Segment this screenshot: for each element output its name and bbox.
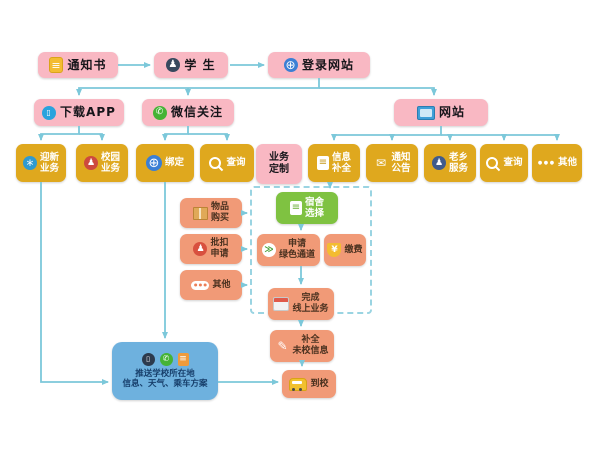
flow-arrow (38, 126, 80, 141)
bus-icon (289, 377, 308, 391)
node-campus-services-label: 校园 业务 (100, 151, 120, 174)
flow-arrow (319, 87, 437, 96)
node-bind-label: 绑定 (164, 157, 184, 169)
node-batch-deduct: 批扣 申请 (180, 234, 242, 264)
flow-arrow (79, 133, 105, 141)
flow-arrow (162, 126, 189, 141)
node-arrive-school-label: 到校 (310, 378, 329, 389)
doc-icon (49, 57, 64, 73)
node-download-app: 下载APP (34, 99, 124, 126)
moneybag-icon (327, 243, 342, 257)
node-fellow-service: 老乡 服务 (424, 144, 476, 182)
search-icon (485, 156, 500, 171)
icon-row (141, 352, 189, 366)
layers-icon (273, 297, 290, 311)
node-campus-services: 校园 业务 (76, 144, 128, 182)
flow-arrow (40, 182, 109, 385)
node-finish-online-label: 完成 线上业务 (292, 293, 329, 314)
node-batch-deduct-label: 批扣 申请 (210, 238, 229, 259)
node-push-info-label: 推送学校所在地 信息、天气、乘车方案 (122, 368, 208, 389)
node-dorm-select: 宿舍 选择 (276, 192, 338, 224)
node-green-channel: 申请 绿色通道 (257, 234, 320, 266)
node-login-website: 登录网站 (268, 52, 370, 78)
node-arrive-school: 到校 (282, 370, 336, 398)
node-business-custom-label: 业务 定制 (269, 152, 289, 175)
node-wechat-follow: 微信关注 (142, 99, 234, 126)
node-student: 学 生 (154, 52, 228, 78)
node-download-app-label: 下载APP (60, 105, 116, 120)
node-query-1-label: 查询 (226, 157, 246, 169)
node-fellow-service-label: 老乡 服务 (448, 151, 468, 174)
form-icon (316, 156, 329, 170)
flow-arrow (76, 78, 320, 96)
node-notice-letter: 通知书 (38, 52, 118, 78)
flow-arrow (331, 126, 442, 141)
monitor-icon (416, 105, 435, 120)
building-icon (289, 201, 302, 215)
node-other-1: 其他 (532, 144, 582, 182)
node-notice-announce: 通知 公告 (366, 144, 418, 182)
dots-o-icon (191, 280, 210, 290)
wechat-mini-icon (159, 352, 173, 366)
node-info-complete: 信息 补全 (308, 144, 360, 182)
node-welcome-services-label: 迎新 业务 (39, 151, 59, 174)
node-notice-letter-label: 通知书 (67, 57, 107, 72)
node-dorm-select-label: 宿舍 选择 (304, 196, 324, 219)
sparkle-icon (22, 156, 37, 170)
node-query-2: 查询 (480, 144, 528, 182)
node-fill-info: 补全 未校信息 (270, 330, 334, 362)
node-item-purchase-label: 物品 购买 (210, 202, 229, 223)
node-push-info: 推送学校所在地 信息、天气、乘车方案 (112, 342, 218, 400)
dots-icon (537, 156, 555, 170)
node-other-1-label: 其他 (557, 157, 577, 169)
node-login-website-label: 登录网站 (301, 57, 354, 72)
phone-icon (42, 105, 57, 120)
doc-mini-icon (177, 352, 189, 366)
campus-icon (83, 156, 98, 170)
node-website-label: 网站 (438, 105, 465, 120)
pencil-icon (275, 339, 289, 353)
node-welcome-services: 迎新 业务 (16, 144, 66, 182)
node-bind: 绑定 (136, 144, 194, 182)
flow-arrow (441, 134, 560, 141)
node-fill-info-label: 补全 未校信息 (292, 335, 329, 356)
search-icon (208, 156, 223, 171)
node-website: 网站 (394, 99, 488, 126)
globe2-icon (145, 155, 162, 171)
node-green-channel-label: 申请 绿色通道 (278, 239, 315, 260)
node-query-2-label: 查询 (503, 157, 523, 169)
node-pay-label: 缴费 (344, 244, 363, 255)
globe-icon (283, 58, 298, 72)
node-query-1: 查询 (200, 144, 254, 182)
node-item-purchase: 物品 购买 (180, 198, 242, 228)
node-other-2: 其他 (180, 270, 242, 300)
channel-icon (261, 243, 276, 257)
node-wechat-follow-label: 微信关注 (170, 105, 223, 120)
node-pay: 缴费 (324, 234, 366, 266)
node-info-complete-label: 信息 补全 (331, 151, 351, 174)
box-icon (192, 206, 208, 220)
student-icon (166, 58, 181, 72)
fellow-icon (431, 156, 446, 170)
person-red-icon (193, 242, 208, 256)
node-business-custom: 业务 定制 (256, 144, 302, 184)
phone-dark-icon (141, 352, 155, 366)
mail-icon (373, 156, 388, 170)
node-notice-announce-label: 通知 公告 (391, 151, 411, 174)
flow-arrow (188, 133, 230, 141)
node-student-label: 学 生 (184, 57, 216, 72)
node-other-2-label: 其他 (212, 279, 231, 290)
wechat-icon (152, 105, 167, 120)
node-finish-online: 完成 线上业务 (268, 288, 334, 320)
